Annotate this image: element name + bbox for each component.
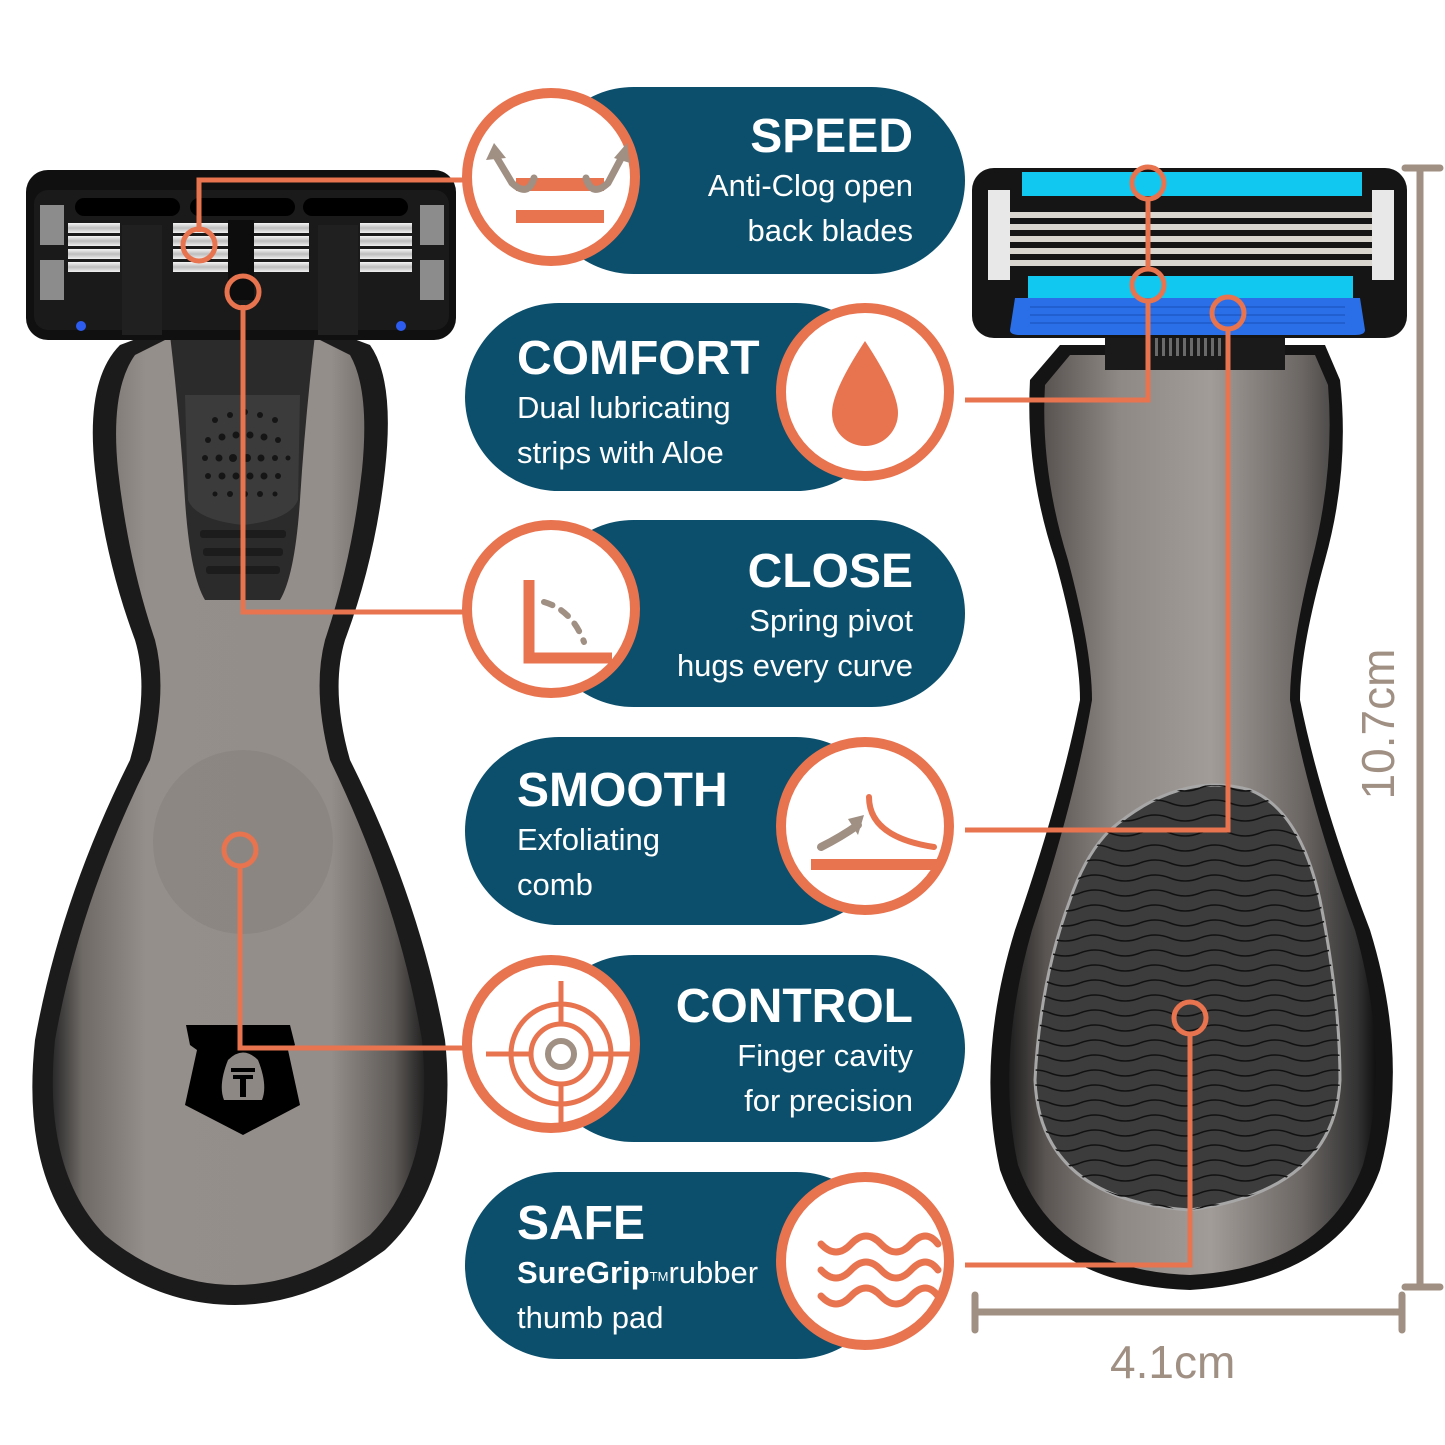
feature-desc-line: thumb pad: [517, 1300, 664, 1335]
feature-desc-line: Anti-Clog open: [707, 168, 913, 203]
brand-shield-logo: [185, 1025, 300, 1135]
feature-desc-line: back blades: [747, 213, 913, 248]
feature-desc-line: comb: [517, 867, 593, 902]
pivot-angle-icon: [462, 520, 640, 698]
feature-desc-line: hugs every curve: [676, 648, 913, 683]
water-drop-icon: [776, 303, 954, 481]
height-dimension-label: 10.7cm: [1352, 648, 1404, 800]
feature-desc-line: Dual lubricating: [517, 390, 731, 425]
lubricating-strip-bottom: [1028, 276, 1353, 298]
feature-desc-word: rubber: [668, 1255, 759, 1290]
feature-desc-line: Exfoliating: [517, 822, 661, 857]
feature-title: COMFORT: [517, 332, 760, 385]
feature-desc-line: for precision: [744, 1083, 913, 1118]
lubricating-strip-top: [1022, 172, 1362, 196]
feature-title: CLOSE: [747, 545, 913, 598]
indicator-dot-left: [76, 321, 86, 331]
width-dimension-label: 4.1cm: [1110, 1336, 1236, 1388]
feature-title: SAFE: [517, 1197, 646, 1250]
comb-curve-icon: [776, 737, 954, 915]
brand-name-suregrip: SureGrip: [517, 1255, 650, 1290]
feature-desc-line: strips with Aloe: [517, 435, 724, 470]
right-cartridge-head: [972, 168, 1407, 338]
target-crosshair-icon: [462, 955, 640, 1133]
anti-clog-arrows-icon: [462, 88, 640, 266]
trademark-symbol: TM: [649, 1269, 669, 1284]
feature-title: SPEED: [750, 110, 913, 163]
feature-title: CONTROL: [675, 980, 913, 1033]
feature-desc-line: SureGripTMrubber: [517, 1250, 890, 1295]
feature-desc-line: Finger cavity: [737, 1038, 913, 1073]
wavy-lines-icon: [776, 1172, 954, 1350]
feature-title: SMOOTH: [517, 764, 728, 817]
feature-desc-line: Spring pivot: [749, 603, 913, 638]
